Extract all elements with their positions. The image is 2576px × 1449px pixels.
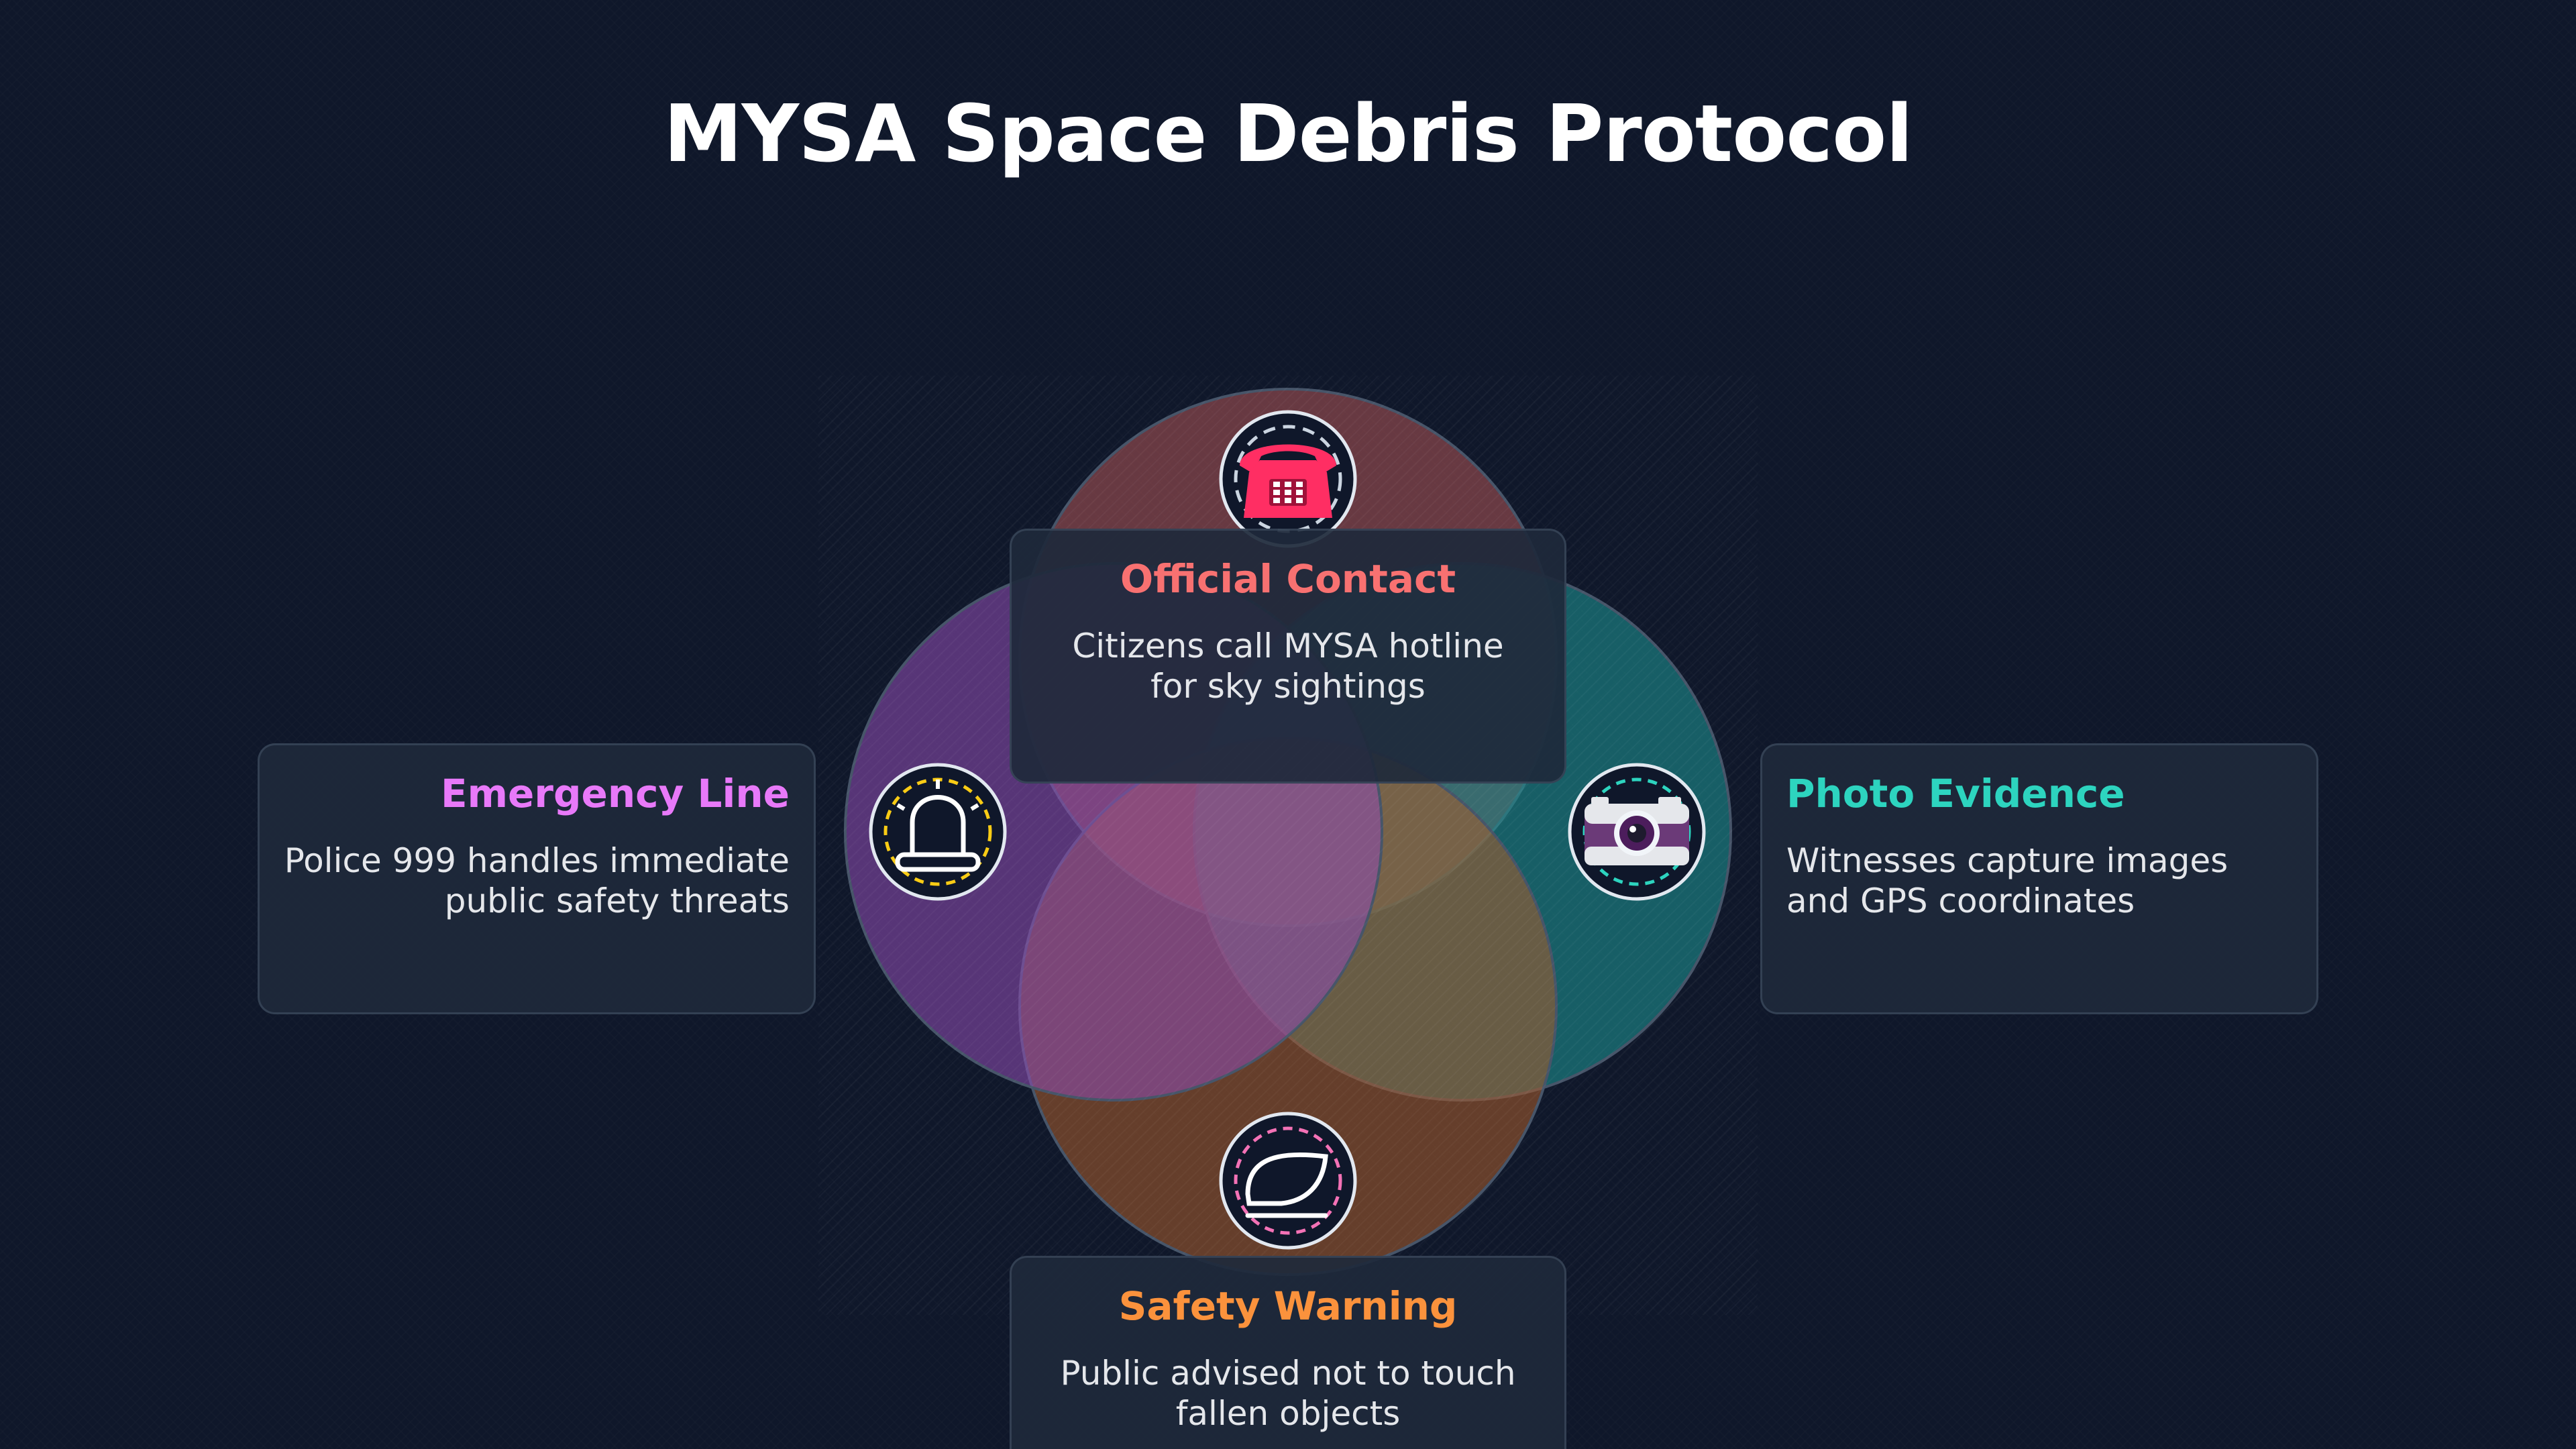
emergency-line-line2: public safety threats — [444, 881, 790, 920]
emergency-line-title: Emergency Line — [441, 771, 790, 816]
telephone-icon — [1219, 410, 1357, 548]
photo-evidence-title: Photo Evidence — [1786, 771, 2125, 816]
emergency-line-line1: Police 999 handles immediate — [284, 841, 790, 880]
siren-icon — [869, 763, 1007, 901]
page-title: MYSA Space Debris Protocol — [663, 87, 1913, 180]
safety-warning-line1: Public advised not to touch — [1060, 1353, 1516, 1393]
photo-evidence-line2: and GPS coordinates — [1786, 881, 2135, 920]
card-photo-evidence: Photo Evidence Witnesses capture images … — [1760, 743, 2318, 1014]
camera-icon — [1568, 763, 1706, 901]
debris-icon — [1219, 1112, 1357, 1250]
official-contact-line2: for sky sightings — [1150, 666, 1426, 706]
safety-warning-title: Safety Warning — [1118, 1283, 1458, 1329]
card-safety-warning: Safety Warning Public advised not to tou… — [1010, 1256, 1566, 1449]
card-official-contact: Official Contact Citizens call MYSA hotl… — [1010, 529, 1566, 784]
official-contact-title: Official Contact — [1120, 556, 1456, 602]
card-emergency-line: Emergency Line Police 999 handles immedi… — [258, 743, 816, 1014]
photo-evidence-line1: Witnesses capture images — [1786, 841, 2229, 880]
official-contact-line1: Citizens call MYSA hotline — [1072, 626, 1504, 665]
safety-warning-line2: fallen objects — [1175, 1393, 1401, 1433]
